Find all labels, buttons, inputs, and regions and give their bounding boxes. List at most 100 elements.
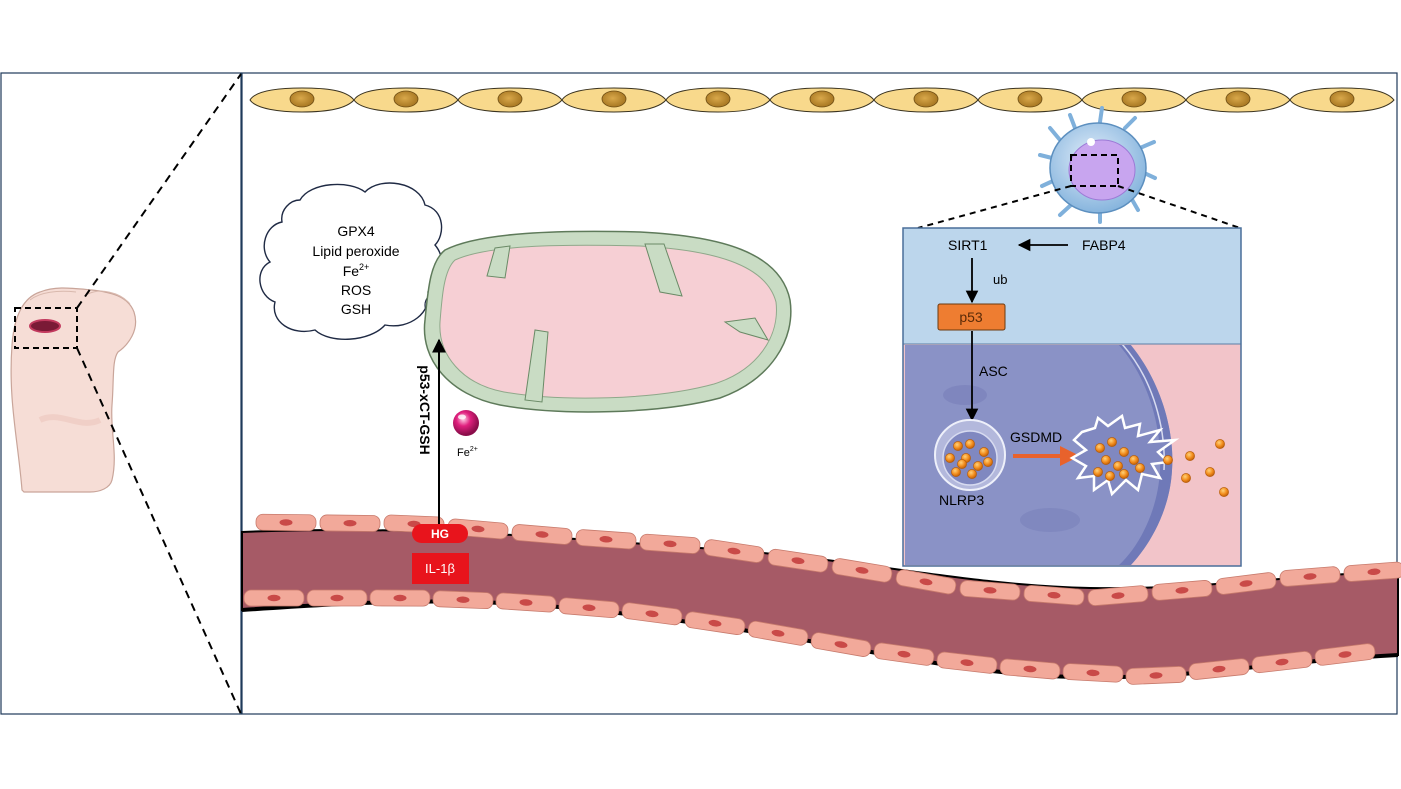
- pyroptosis-particle: [1205, 467, 1215, 477]
- pyroptosis-particle: [951, 467, 961, 477]
- endothelial-cell: [1279, 566, 1341, 587]
- hg-label: HG: [431, 527, 449, 541]
- endothelial-cell: [575, 529, 637, 550]
- endothelial-cell: [1023, 585, 1085, 606]
- wound: [29, 319, 61, 333]
- mitochondrion: [423, 230, 792, 413]
- pyroptosis-particle: [1113, 461, 1123, 471]
- epithelial-cell: [1081, 87, 1187, 113]
- epithelial-cell-row: [249, 87, 1395, 113]
- cloud-gpx4: GPX4: [337, 223, 375, 239]
- endothelial-cell: [959, 580, 1021, 601]
- endothelial-cell: [684, 611, 746, 636]
- endothelial-cells-top: [255, 513, 1401, 606]
- released-particles: [1163, 439, 1229, 497]
- endothelial-cell: [1251, 651, 1313, 674]
- pyroptosis-particle: [957, 459, 967, 469]
- epithelial-cell: [249, 87, 355, 113]
- pyroptosis-particle: [1107, 437, 1117, 447]
- pyroptosis-particle: [1185, 451, 1195, 461]
- epithelial-cell: [561, 87, 667, 113]
- endothelial-cell: [243, 589, 305, 607]
- blood-vessel: [241, 513, 1401, 685]
- pore-burst: [1069, 413, 1180, 497]
- endothelial-cell: [747, 620, 809, 646]
- pyroptosis-particle: [983, 457, 993, 467]
- endothelial-cell: [255, 513, 317, 532]
- endothelial-cell: [621, 602, 683, 626]
- endothelial-cell: [1215, 572, 1277, 595]
- endothelial-cell: [1087, 585, 1149, 606]
- endothelial-cell: [873, 642, 935, 666]
- immune-cell: [1038, 106, 1157, 224]
- epithelial-cell: [873, 87, 979, 113]
- pyroptosis-particle: [1093, 467, 1103, 477]
- endothelial-cell: [306, 589, 368, 607]
- fabp4-label: FABP4: [1082, 237, 1126, 253]
- endothelial-cell: [432, 590, 494, 610]
- iron-ion: Fe2+: [453, 410, 479, 459]
- pyroptosis-particle: [1215, 439, 1225, 449]
- pyroptosis-particle: [1129, 455, 1139, 465]
- inflammasome-vesicle: [934, 419, 1006, 491]
- cell-highlight: [1087, 138, 1095, 146]
- p53-box: [937, 303, 1006, 331]
- sirt1-label: SIRT1: [948, 237, 988, 253]
- pyroptosis-particle: [1135, 463, 1145, 473]
- endothelial-cell: [810, 632, 872, 657]
- endothelial-cell: [703, 539, 765, 563]
- endothelial-cell: [1343, 561, 1401, 582]
- epithelial-cell: [1289, 87, 1395, 113]
- endothelial-cell: [511, 524, 573, 545]
- zoom-line-bottom: [76, 347, 242, 715]
- cell-zoom-box: [1070, 154, 1119, 187]
- gsdmd-label: GSDMD: [1010, 429, 1062, 445]
- pyroptosis-particle: [1181, 473, 1191, 483]
- pyroptosis-particle: [953, 441, 963, 451]
- endothelial-cell: [936, 651, 998, 674]
- foot-illustration: [10, 287, 137, 493]
- pyroptosis-particle: [1095, 443, 1105, 453]
- foot-panel: [0, 72, 242, 715]
- ub-label: ub: [993, 272, 1007, 287]
- nlrp3-label: NLRP3: [939, 492, 984, 508]
- endothelial-cell: [369, 589, 431, 607]
- cloud-iron: Fe2+: [343, 262, 370, 279]
- cloud-gsh: GSH: [341, 301, 371, 317]
- inset-zoom-line-left: [917, 185, 1072, 229]
- pyroptosis-particle: [979, 447, 989, 457]
- endothelial-cells-bottom: [243, 589, 1376, 685]
- iron-sphere: [453, 410, 479, 436]
- endothelial-cell: [895, 569, 957, 595]
- epithelial-cell: [769, 87, 875, 113]
- endothelial-cell: [639, 533, 701, 554]
- pyroptosis-particle: [945, 453, 955, 463]
- pyroptosis-inset: SIRT1 FABP4 ub p53 ASC NLRP3 GSDMD: [902, 227, 1242, 567]
- cloud-lipid-peroxide: Lipid peroxide: [312, 243, 399, 259]
- endothelial-cell: [319, 514, 381, 532]
- pyroptosis-particle: [1219, 487, 1229, 497]
- endothelial-cell: [1188, 658, 1250, 680]
- il1b-box: [412, 553, 469, 584]
- endothelial-cell: [1151, 580, 1213, 601]
- pyroptosis-particle: [1101, 455, 1111, 465]
- pyroptosis-particle: [965, 439, 975, 449]
- endothelial-cell: [558, 597, 620, 619]
- asc-label: ASC: [979, 363, 1008, 379]
- pathway-label: p53-xCT-GSH: [417, 365, 433, 454]
- zoom-box: [14, 307, 78, 349]
- endothelial-cell: [1125, 666, 1187, 685]
- p53-label: p53: [959, 309, 983, 325]
- endothelial-cell: [767, 548, 829, 573]
- pyroptosis-particle: [1119, 447, 1129, 457]
- endothelial-cell: [999, 658, 1061, 680]
- endothelial-cell: [831, 558, 893, 583]
- hg-badge: [412, 524, 468, 543]
- pyroptosis-particle: [1163, 455, 1173, 465]
- pyroptosis-particle: [967, 469, 977, 479]
- epithelial-cell: [977, 87, 1083, 113]
- gsdmd-arrow: [1013, 446, 1080, 466]
- zoom-line-top: [76, 73, 242, 309]
- il1b-label: IL-1β: [425, 561, 455, 576]
